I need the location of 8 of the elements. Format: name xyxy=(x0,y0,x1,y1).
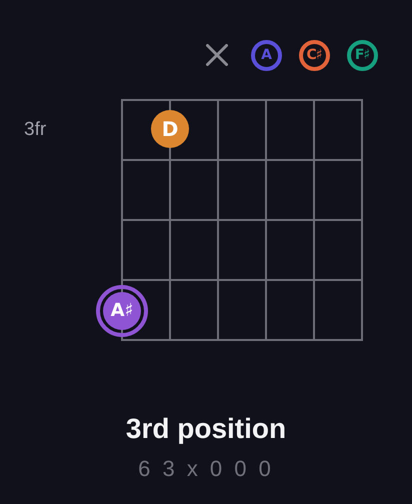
root-note-marker: A♯ xyxy=(96,285,148,337)
chord-title: 3rd position xyxy=(126,415,286,443)
open-string-note-marker: A xyxy=(250,40,282,70)
open-string-note-marker: F♯ xyxy=(346,40,378,70)
fret-position-label: 3fr xyxy=(24,120,46,139)
fingering-caption: 6 3 x 0 0 0 xyxy=(138,458,274,480)
note-marker: D xyxy=(151,110,189,148)
open-string-note-marker: C♯ xyxy=(298,40,330,70)
